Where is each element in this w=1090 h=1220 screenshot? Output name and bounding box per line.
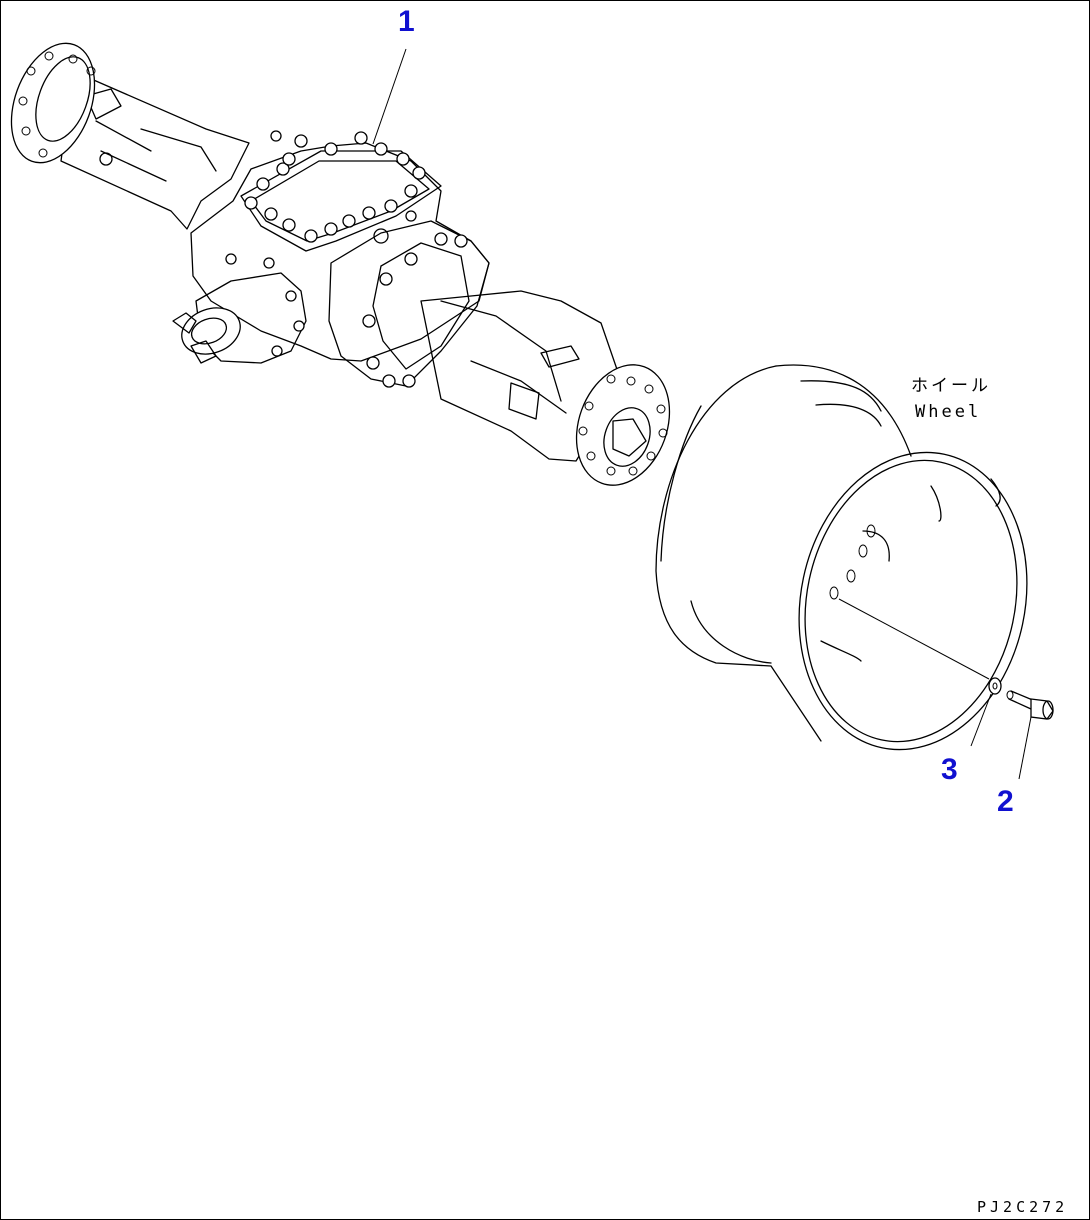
wheel-label-en: Wheel — [915, 402, 982, 422]
wheel-rim — [655, 364, 1028, 751]
axle-assembly — [10, 42, 671, 486]
wheel-label-jp: ホイール — [911, 376, 991, 396]
callout-3: 3 — [941, 753, 958, 786]
drawing-code: PJ2C272 — [977, 1198, 1069, 1216]
callout-1: 1 — [398, 5, 415, 38]
callout-2: 2 — [997, 785, 1014, 818]
bolt-part — [1006, 690, 1054, 720]
leader-lines — [372, 48, 1032, 780]
washer-part — [988, 677, 1002, 695]
